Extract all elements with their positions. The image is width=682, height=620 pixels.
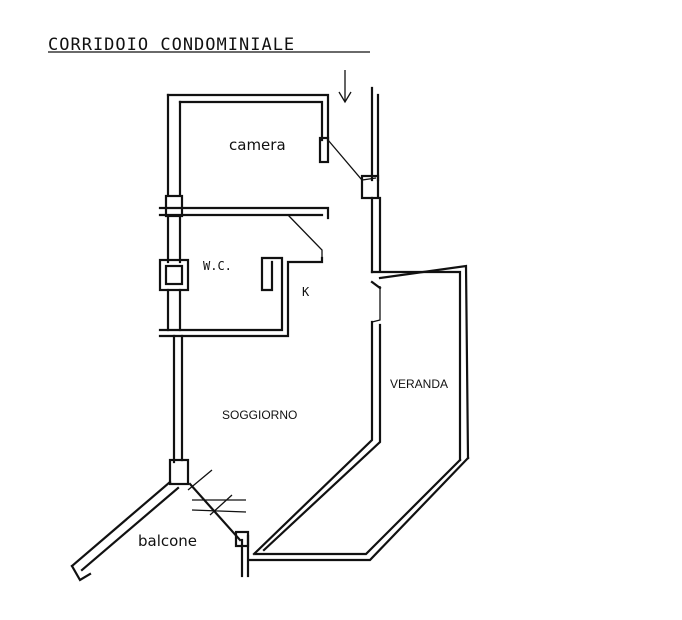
camera-door-swing (327, 139, 377, 181)
label-kitchen-mark: K (302, 285, 310, 299)
label-wc: W.C. (203, 259, 232, 273)
pillar-soggiorno (168, 458, 190, 486)
room-wc (158, 214, 324, 338)
pillar-upper (164, 194, 184, 218)
wc-door-swing (287, 214, 323, 262)
label-camera: camera (229, 136, 286, 154)
veranda-door-swing (371, 286, 381, 323)
balcone-door-swing (187, 469, 247, 516)
camera-door-jamb (318, 136, 330, 164)
label-soggiorno: SOGGIORNO (222, 408, 297, 422)
room-soggiorno (168, 334, 190, 486)
pillar-wc (158, 258, 190, 292)
entry-corridor (360, 86, 382, 274)
corridor-label: CORRIDOIO CONDOMINIALE (48, 35, 295, 55)
room-camera (158, 93, 377, 220)
label-veranda: VERANDA (390, 377, 448, 391)
label-balcone: balcone (138, 532, 197, 550)
room-veranda (248, 264, 470, 562)
arrow-down-icon (338, 70, 352, 104)
room-balcone (70, 469, 250, 582)
